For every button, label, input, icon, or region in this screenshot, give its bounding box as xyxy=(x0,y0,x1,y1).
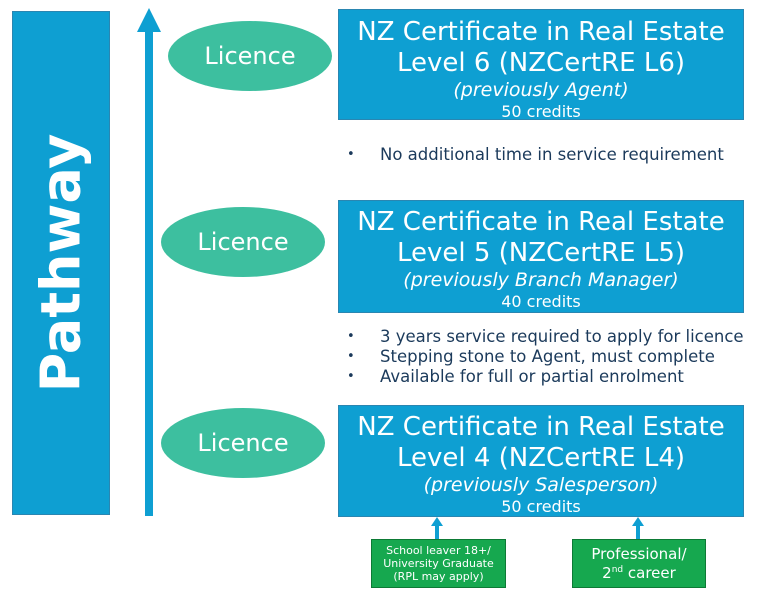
licence-oval-l5: Licence xyxy=(161,207,325,277)
entry-arrow-head-icon xyxy=(632,517,644,526)
entry-arrow-head-icon xyxy=(431,517,443,526)
licence-oval-l4: Licence xyxy=(161,408,325,478)
certificate-previous-name: (previously Agent) xyxy=(453,79,629,101)
list-item: Available for full or partial enrolment xyxy=(345,367,744,387)
certificate-previous-name: (previously Branch Manager) xyxy=(403,269,679,291)
certificate-previous-name: (previously Salesperson) xyxy=(423,474,659,496)
list-item: 3 years service required to apply for li… xyxy=(345,327,744,347)
requirements-list-l6: No additional time in service requiremen… xyxy=(345,145,724,165)
licence-label: Licence xyxy=(197,228,289,256)
entry-text-second-line: 2nd career xyxy=(602,563,676,582)
progression-arrow-shaft xyxy=(145,30,153,516)
certificate-box-l4: NZ Certificate in Real Estate Level 4 (N… xyxy=(338,405,744,517)
entry-arrow-shaft xyxy=(636,525,640,539)
certificate-level: Level 6 (NZCertRE L6) xyxy=(396,48,686,78)
pathway-label: Pathway xyxy=(29,133,93,393)
entry-arrow-shaft xyxy=(435,525,439,539)
certificate-credits: 50 credits xyxy=(501,102,581,121)
requirements-list-l5: 3 years service required to apply for li… xyxy=(345,327,744,387)
entry-box-professional: Professional/ 2nd career xyxy=(572,539,706,588)
certificate-box-l6: NZ Certificate in Real Estate Level 6 (N… xyxy=(338,9,744,121)
certificate-box-l5: NZ Certificate in Real Estate Level 5 (N… xyxy=(338,200,744,313)
entry-text: School leaver 18+/ xyxy=(386,544,491,557)
certificate-credits: 40 credits xyxy=(501,292,581,311)
certificate-title: NZ Certificate in Real Estate xyxy=(357,207,725,237)
certificate-credits: 50 credits xyxy=(501,497,581,516)
certificate-title: NZ Certificate in Real Estate xyxy=(357,412,725,442)
entry-text: Professional/ xyxy=(591,544,687,563)
entry-text: (RPL may apply) xyxy=(393,570,484,583)
licence-oval-l6: Licence xyxy=(168,21,332,91)
entry-box-school-leaver: School leaver 18+/ University Graduate (… xyxy=(371,539,506,588)
pathway-bar: Pathway xyxy=(12,11,110,515)
certificate-level: Level 4 (NZCertRE L4) xyxy=(396,443,686,473)
licence-label: Licence xyxy=(204,42,296,70)
list-item: No additional time in service requiremen… xyxy=(345,145,724,165)
list-item: Stepping stone to Agent, must complete xyxy=(345,347,744,367)
progression-arrow-head-icon xyxy=(137,8,161,32)
certificate-title: NZ Certificate in Real Estate xyxy=(357,17,725,47)
certificate-level: Level 5 (NZCertRE L5) xyxy=(396,238,686,268)
entry-text: University Graduate xyxy=(383,557,494,570)
licence-label: Licence xyxy=(197,429,289,457)
